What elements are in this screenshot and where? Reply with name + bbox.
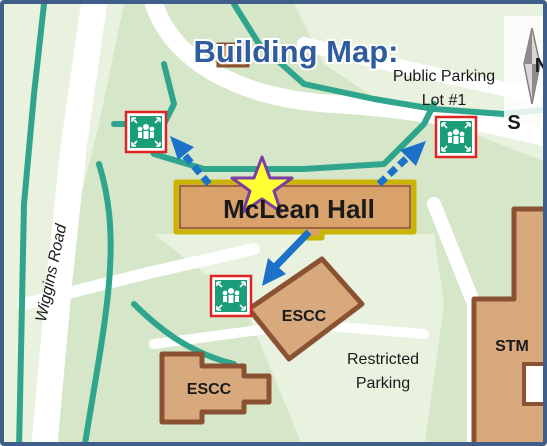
compass-north-label: N <box>535 55 547 77</box>
star-icon <box>230 155 294 214</box>
compass-south-label: S <box>507 112 520 134</box>
assembly-point-icon-south <box>209 274 253 318</box>
building-escc-east <box>246 256 365 362</box>
parking-restricted-label-line1: Restricted <box>347 351 419 368</box>
parking-restricted-label-line2: Parking <box>356 375 410 392</box>
building-label-escc-east: ESCC <box>282 308 327 325</box>
building-mclean-hall <box>173 179 417 241</box>
main-building-label: McLean Hall <box>223 194 375 224</box>
map-title: Building Map: <box>194 34 399 69</box>
compass-icon <box>504 16 543 136</box>
parking-public-label-line2: Lot #1 <box>422 92 467 109</box>
small-building <box>216 42 250 68</box>
map-canvas: Building Map: N S Public Parking Lot #1 … <box>4 4 547 442</box>
assembly-point-icon-west <box>124 110 168 154</box>
building-label-stm: STM <box>495 338 529 355</box>
building-label-escc-south: ESCC <box>187 381 232 398</box>
building-stm <box>471 206 543 442</box>
parking-public-label-line1: Public Parking <box>393 68 495 85</box>
building-escc-south <box>159 351 272 425</box>
assembly-point-icon-east <box>434 115 478 159</box>
evacuation-arrows <box>170 136 426 286</box>
